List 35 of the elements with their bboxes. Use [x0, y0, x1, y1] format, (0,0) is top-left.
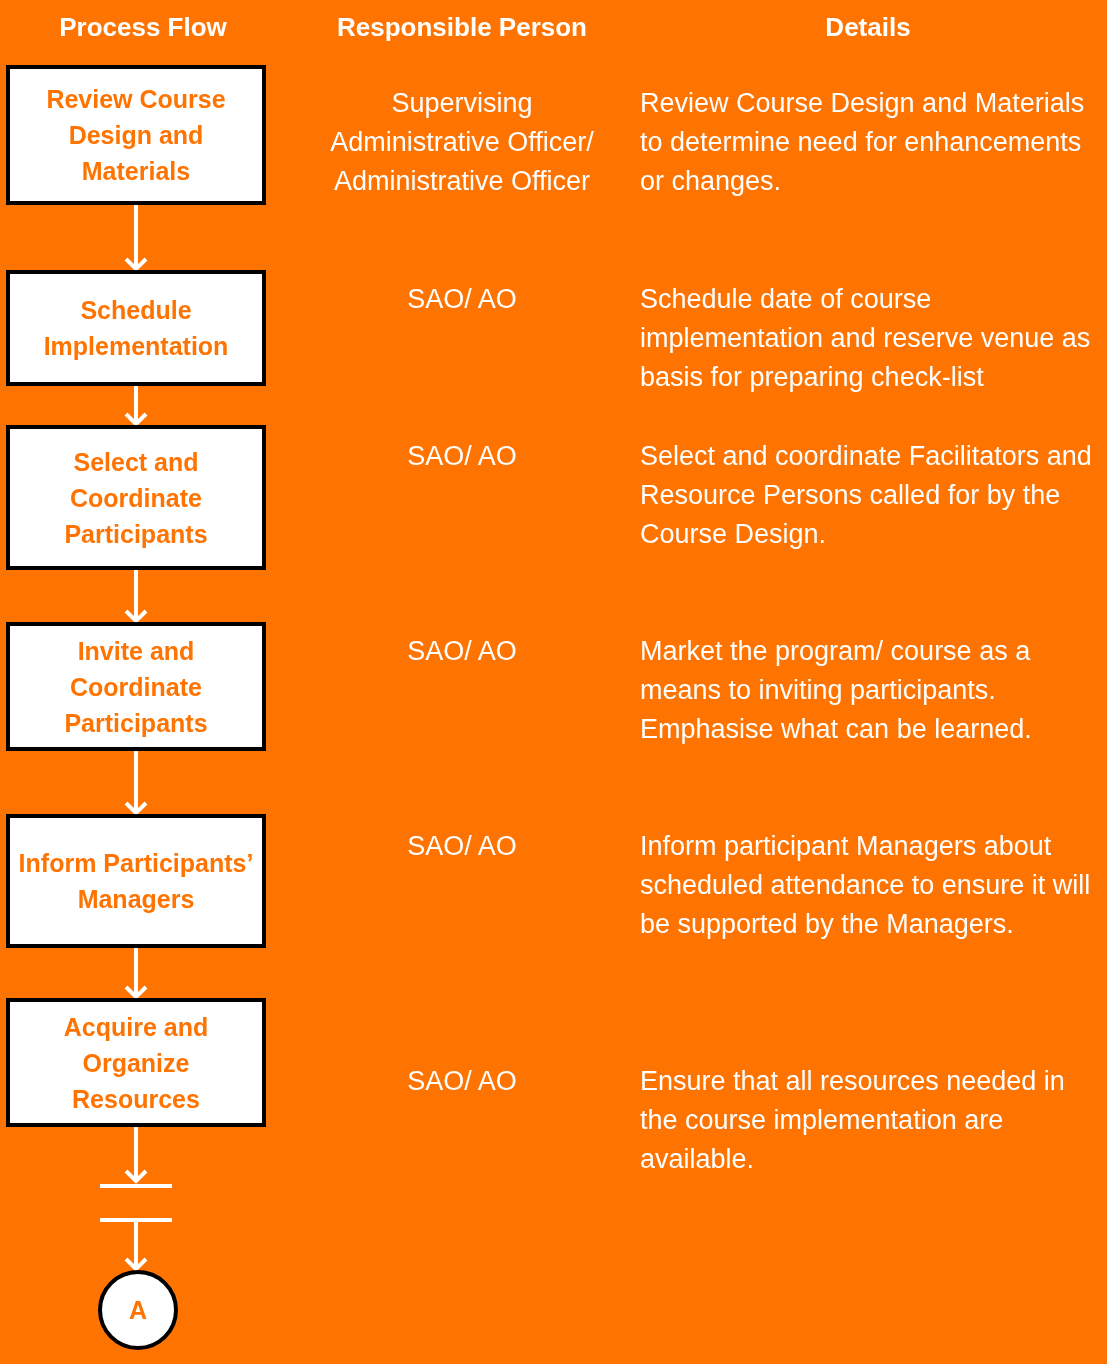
responsible-person: SAO/ AO [406, 283, 518, 316]
detail-text: Select and coordinate Facilitators and Resource Persons called for by the Course Design. [640, 440, 1093, 551]
arrow [124, 570, 148, 623]
responsible-person: Supervising Administrative Officer/ Administrative Officer [329, 87, 595, 198]
process-box [6, 998, 266, 1127]
step-label: Inform Participants’ Managers [17, 848, 255, 915]
detail-text: Market the program/ course as a means to inviting participants. Emphasise what can be learned. [640, 635, 1033, 746]
column-header: Responsible Person [336, 11, 588, 44]
detail-text: Ensure that all resources needed in the course implementation are available. [640, 1065, 1066, 1176]
connector-letter: A [127, 1295, 149, 1326]
arrow [124, 751, 148, 815]
responsible-person: SAO/ AO [406, 830, 518, 863]
arrow [124, 1222, 148, 1271]
column-header: Details [824, 11, 912, 44]
detail-text: Inform participant Managers about scheduled attendance to ensure it will be supported by the Managers. [640, 830, 1092, 941]
step-label: Select and Coordinate Participants [63, 446, 209, 550]
step-label: Schedule Implementation [42, 295, 230, 362]
arrow [124, 386, 148, 426]
process-box [6, 425, 266, 570]
detail-text: Review Course Design and Materials to determine need for enhancements or changes. [640, 87, 1086, 198]
arrow [124, 205, 148, 271]
process-box [6, 270, 266, 386]
process-box [6, 622, 266, 751]
step-label: Acquire and Organize Resources [62, 1011, 210, 1115]
step-label: Invite and Coordinate Participants [63, 635, 209, 739]
process-box [6, 65, 266, 205]
arrow [124, 948, 148, 999]
responsible-person: SAO/ AO [406, 440, 518, 473]
responsible-person: SAO/ AO [406, 1065, 518, 1098]
step-label: Review Course Design and Materials [45, 84, 227, 187]
detail-text: Schedule date of course implementation and reserve venue as basis for preparing check-list [640, 283, 1092, 394]
column-header: Process Flow [58, 11, 228, 44]
responsible-person: SAO/ AO [406, 635, 518, 668]
arrow [124, 1127, 148, 1183]
process-box [6, 814, 266, 948]
